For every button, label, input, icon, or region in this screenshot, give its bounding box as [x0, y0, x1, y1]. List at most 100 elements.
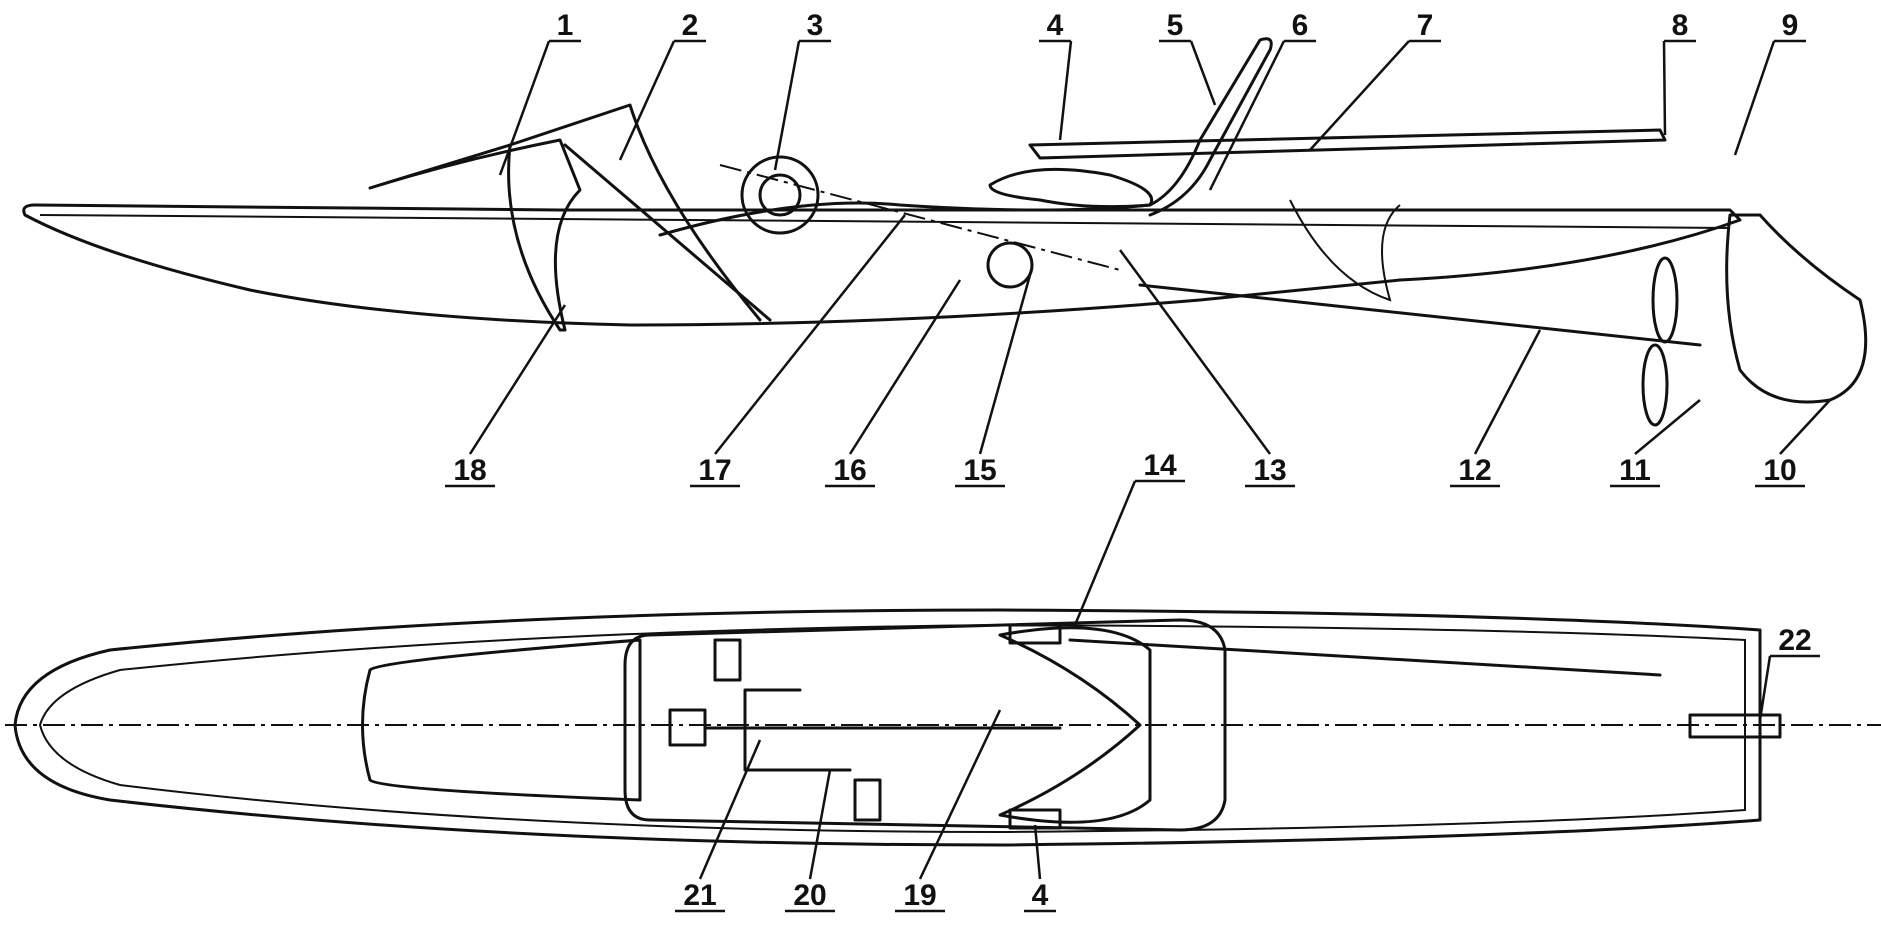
callout-label: 7 [1417, 9, 1434, 42]
callout-4: 4 [1039, 9, 1073, 141]
callout-label: 6 [1292, 9, 1309, 42]
leader-line [1473, 329, 1542, 455]
leader-line [1073, 480, 1137, 626]
leader-line [714, 214, 906, 455]
callout-21: 21 [675, 739, 762, 913]
callout-label: 14 [1143, 449, 1177, 482]
callout-label: 8 [1672, 9, 1689, 42]
callout-20: 20 [785, 769, 835, 913]
callout-label: 22 [1778, 624, 1811, 657]
leader-line [978, 274, 1032, 455]
leader-line [1118, 249, 1272, 455]
callout-13: 13 [1118, 249, 1295, 488]
callout-7: 7 [1309, 9, 1441, 151]
crank-hub [758, 173, 802, 217]
leader-line [618, 40, 676, 161]
callout-4: 4 [1024, 824, 1056, 913]
rudder-10 [1725, 213, 1868, 404]
callout-label: 20 [793, 879, 826, 912]
side-view [22, 37, 1868, 427]
callout-label: 4 [1032, 879, 1049, 912]
steering-rod [1068, 638, 1662, 677]
cockpit [623, 618, 1227, 832]
callout-label: 10 [1763, 454, 1796, 487]
crank-21 [703, 688, 1062, 772]
leader-line [1779, 399, 1831, 455]
callout-12: 12 [1450, 329, 1542, 488]
callout-label: 11 [1619, 454, 1651, 487]
leader-line [468, 304, 567, 455]
leader-line [1189, 40, 1217, 106]
leader-line [1033, 824, 1042, 880]
callout-label: 9 [1782, 9, 1799, 42]
callout-label: 12 [1458, 454, 1491, 487]
callout-19: 19 [895, 709, 1002, 913]
rudder-bracket-22 [1688, 713, 1782, 739]
callout-label: 21 [683, 879, 716, 912]
callout-14: 14 [1073, 449, 1185, 626]
callout-22: 22 [1758, 624, 1820, 721]
callout-2: 2 [618, 9, 706, 161]
leader-line [1058, 40, 1073, 141]
pedal-bottom [853, 778, 882, 822]
rear-fairing [1289, 199, 1401, 302]
leader-line [1733, 40, 1776, 156]
backrest [1148, 37, 1273, 217]
callout-label: 16 [833, 454, 866, 487]
propeller-11 [1651, 256, 1679, 344]
callout-3: 3 [773, 9, 831, 171]
seat-top [998, 626, 1152, 824]
top-view [5, 608, 1881, 847]
callout-label: 4 [1047, 9, 1064, 42]
callout-label: 18 [453, 454, 486, 487]
deck-line [39, 214, 1731, 229]
propeller-11-lower [1641, 343, 1669, 427]
callout-label: 15 [963, 454, 996, 487]
windscreen [368, 138, 582, 332]
foredeck [361, 638, 642, 802]
callout-17: 17 [690, 214, 906, 488]
callout-10: 10 [1755, 399, 1831, 488]
callout-1: 1 [498, 9, 581, 176]
leader-line [698, 739, 762, 880]
leader-line [918, 709, 1002, 880]
leader-line [498, 40, 551, 176]
handle-7 [1028, 128, 1667, 160]
windscreen-front [508, 103, 762, 322]
callout-label: 5 [1167, 9, 1184, 42]
pedal-drive-chain [719, 164, 1121, 271]
callout-8: 8 [1662, 9, 1696, 136]
pedal-crank-3 [740, 155, 820, 235]
callout-18: 18 [445, 304, 567, 488]
tiller-line [658, 201, 1152, 237]
leader-line [808, 769, 832, 880]
callout-label: 13 [1253, 454, 1286, 487]
callout-9: 9 [1733, 9, 1806, 156]
leader-line [1662, 40, 1667, 136]
sprocket-15 [986, 241, 1034, 289]
callout-label: 3 [807, 9, 824, 42]
callout-5: 5 [1159, 9, 1217, 106]
leader-line [1208, 40, 1286, 191]
seat-5 [988, 167, 1154, 209]
callout-label: 17 [698, 454, 731, 487]
callout-label: 2 [682, 9, 699, 42]
callout-11: 11 [1610, 399, 1701, 488]
callout-label: 1 [557, 9, 574, 42]
bracket [668, 708, 707, 747]
fin-2 [563, 143, 772, 322]
leader-line [1309, 40, 1410, 151]
leader-line [848, 279, 962, 455]
callout-15: 15 [955, 274, 1032, 488]
callout-6: 6 [1208, 9, 1316, 191]
leader-line [773, 40, 801, 171]
leader-line [1758, 655, 1772, 721]
footrest-14 [1008, 623, 1062, 645]
callout-label: 19 [903, 879, 936, 912]
hull-side [22, 203, 1742, 327]
leader-line [1634, 399, 1701, 455]
pedal-top [713, 638, 742, 682]
prop-shaft-12 [1138, 283, 1702, 347]
